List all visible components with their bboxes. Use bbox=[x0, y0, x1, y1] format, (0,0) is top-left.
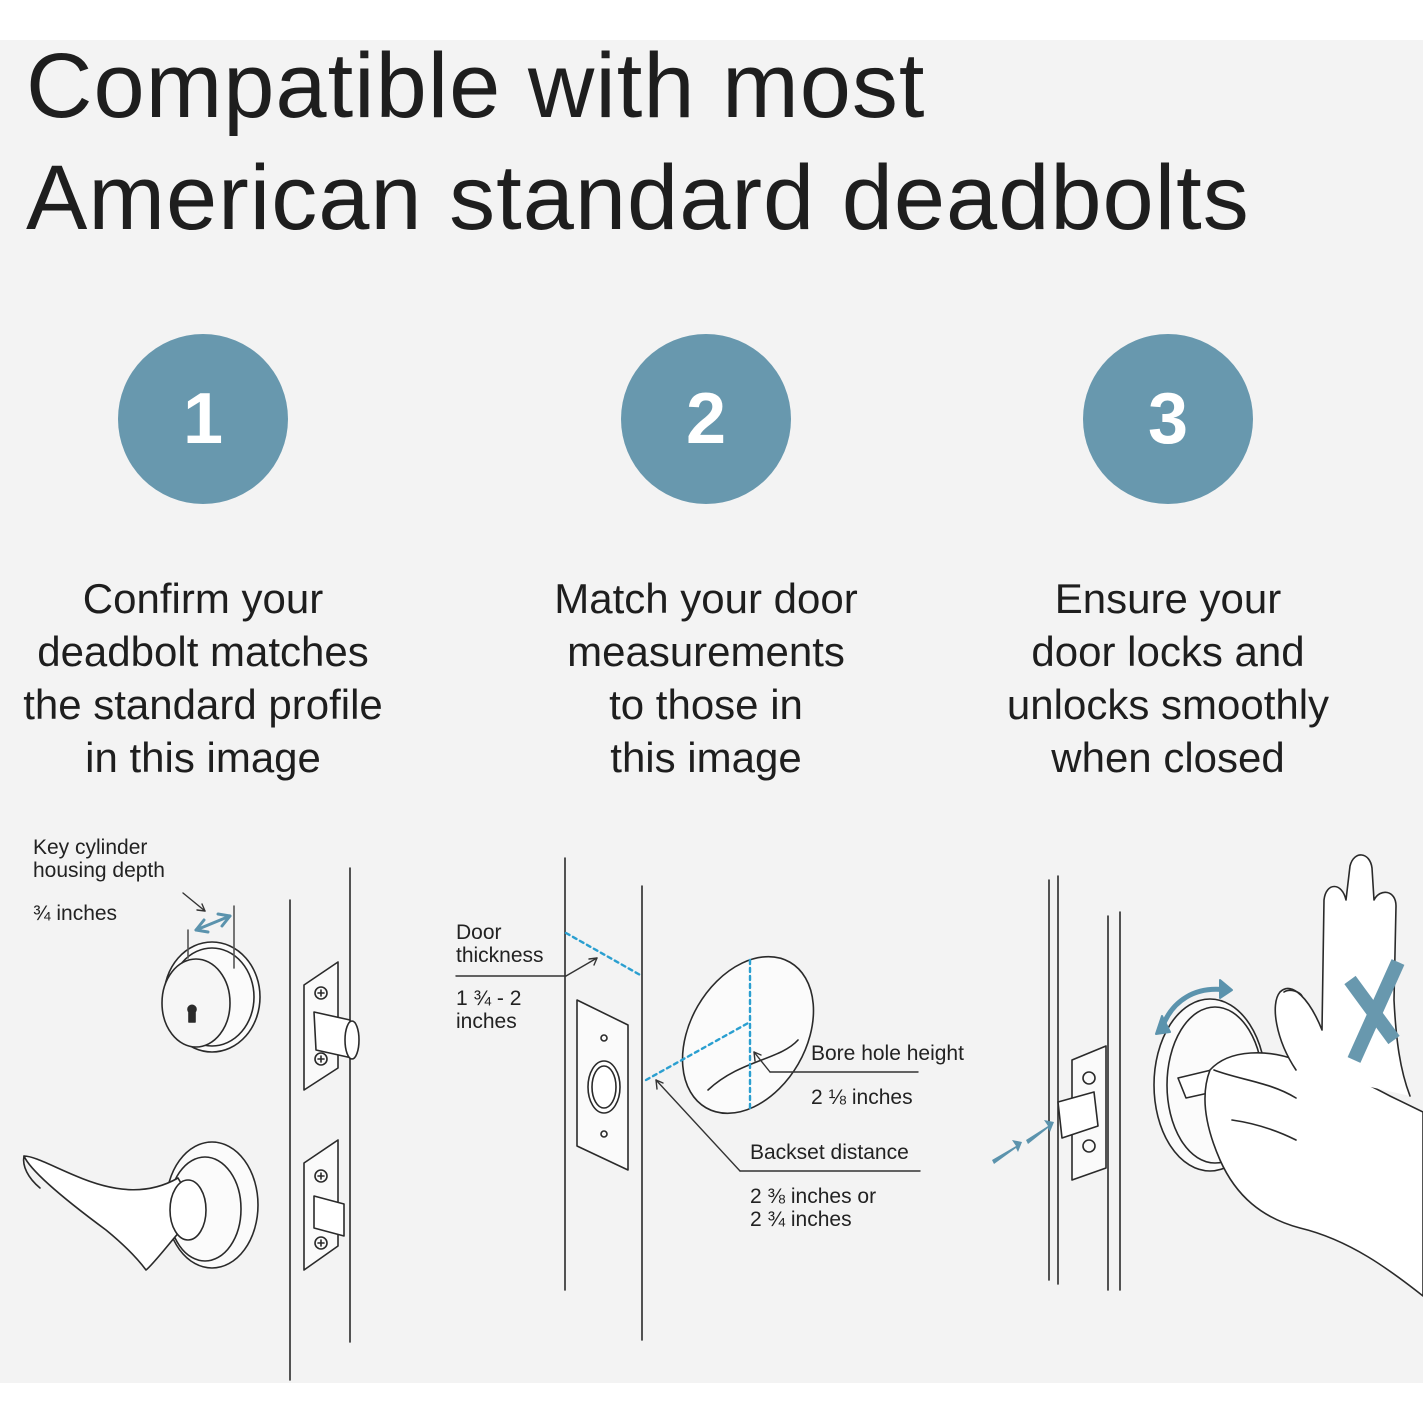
key-cylinder-label-line-2: housing depth bbox=[33, 859, 165, 882]
step-3-line-2: door locks and bbox=[1031, 628, 1305, 675]
door-edge-3 bbox=[1048, 875, 1121, 1291]
step-2-badge: 2 bbox=[621, 334, 791, 504]
step-2-line-4: this image bbox=[610, 734, 802, 781]
backset-value: 2 ⅜ inches or 2 ¾ inches bbox=[750, 1185, 876, 1231]
strike-plate-icon bbox=[303, 961, 360, 1091]
lever-handle-icon bbox=[22, 1141, 259, 1271]
door-edge-1 bbox=[289, 867, 351, 1381]
cylinder-depth-leader bbox=[182, 892, 206, 912]
door-thickness-value-line-2: inches bbox=[456, 1010, 517, 1033]
step-1-line-3: the standard profile bbox=[23, 681, 383, 728]
bore-hole-icon bbox=[681, 955, 815, 1115]
x-mark-icon bbox=[1344, 959, 1405, 1063]
step-2-line-3: to those in bbox=[609, 681, 803, 728]
step-3-line-1: Ensure your bbox=[1054, 575, 1282, 622]
dimension-lines bbox=[564, 931, 752, 1112]
bolt-arrows-icon bbox=[992, 1120, 1054, 1164]
door-thickness-label: Door thickness bbox=[456, 921, 544, 967]
step-1-line-2: deadbolt matches bbox=[37, 628, 369, 675]
step-3-line-4: when closed bbox=[1051, 734, 1285, 781]
strike-plate-3-icon bbox=[1057, 1045, 1107, 1181]
backset-value-line-2: 2 ¾ inches bbox=[750, 1208, 852, 1231]
rotation-arrow-icon bbox=[1155, 979, 1233, 1035]
step-3-line-3: unlocks smoothly bbox=[1006, 681, 1330, 728]
door-thickness-value-line-1: 1 ¾ - 2 bbox=[456, 987, 522, 1010]
door-thickness-label-line-1: Door bbox=[456, 921, 502, 944]
bore-hole-value: 2 ⅛ inches bbox=[811, 1086, 913, 1109]
step-1-text: Confirm your deadbolt matches the standa… bbox=[0, 572, 423, 784]
backset-label: Backset distance bbox=[750, 1141, 909, 1164]
latch-cutout-icon bbox=[576, 999, 629, 1171]
key-cylinder-label-line-1: Key cylinder bbox=[33, 836, 148, 859]
raised-hand-icon bbox=[1274, 854, 1411, 1097]
headline-line-2: American standard deadbolts bbox=[26, 147, 1250, 249]
door-edge-2 bbox=[564, 857, 643, 1341]
backset-value-line-1: 2 ⅜ inches or bbox=[750, 1185, 877, 1208]
step-3-badge: 3 bbox=[1083, 334, 1253, 504]
step-1-badge: 1 bbox=[118, 334, 288, 504]
door-thickness-value: 1 ¾ - 2 inches bbox=[456, 987, 521, 1033]
step-2-text: Match your door measurements to those in… bbox=[486, 572, 926, 784]
cylinder-depth-arrow bbox=[194, 912, 232, 934]
headline-line-1: Compatible with most bbox=[26, 35, 926, 137]
step-1-line-1: Confirm your bbox=[82, 575, 324, 622]
step-1-line-4: in this image bbox=[85, 734, 321, 781]
step-2-line-1: Match your door bbox=[554, 575, 858, 622]
door-thickness-label-line-2: thickness bbox=[456, 944, 544, 967]
deadbolt-key-cylinder-icon bbox=[161, 905, 261, 1053]
bore-hole-label: Bore hole height bbox=[811, 1042, 964, 1065]
key-cylinder-value: ¾ inches bbox=[33, 902, 118, 925]
latch-plate-icon bbox=[303, 1139, 345, 1271]
key-cylinder-label: Key cylinder housing depth bbox=[33, 836, 165, 882]
step-3-text: Ensure your door locks and unlocks smoot… bbox=[948, 572, 1388, 784]
leader-lines bbox=[455, 957, 921, 1172]
step-2-line-2: measurements bbox=[567, 628, 845, 675]
